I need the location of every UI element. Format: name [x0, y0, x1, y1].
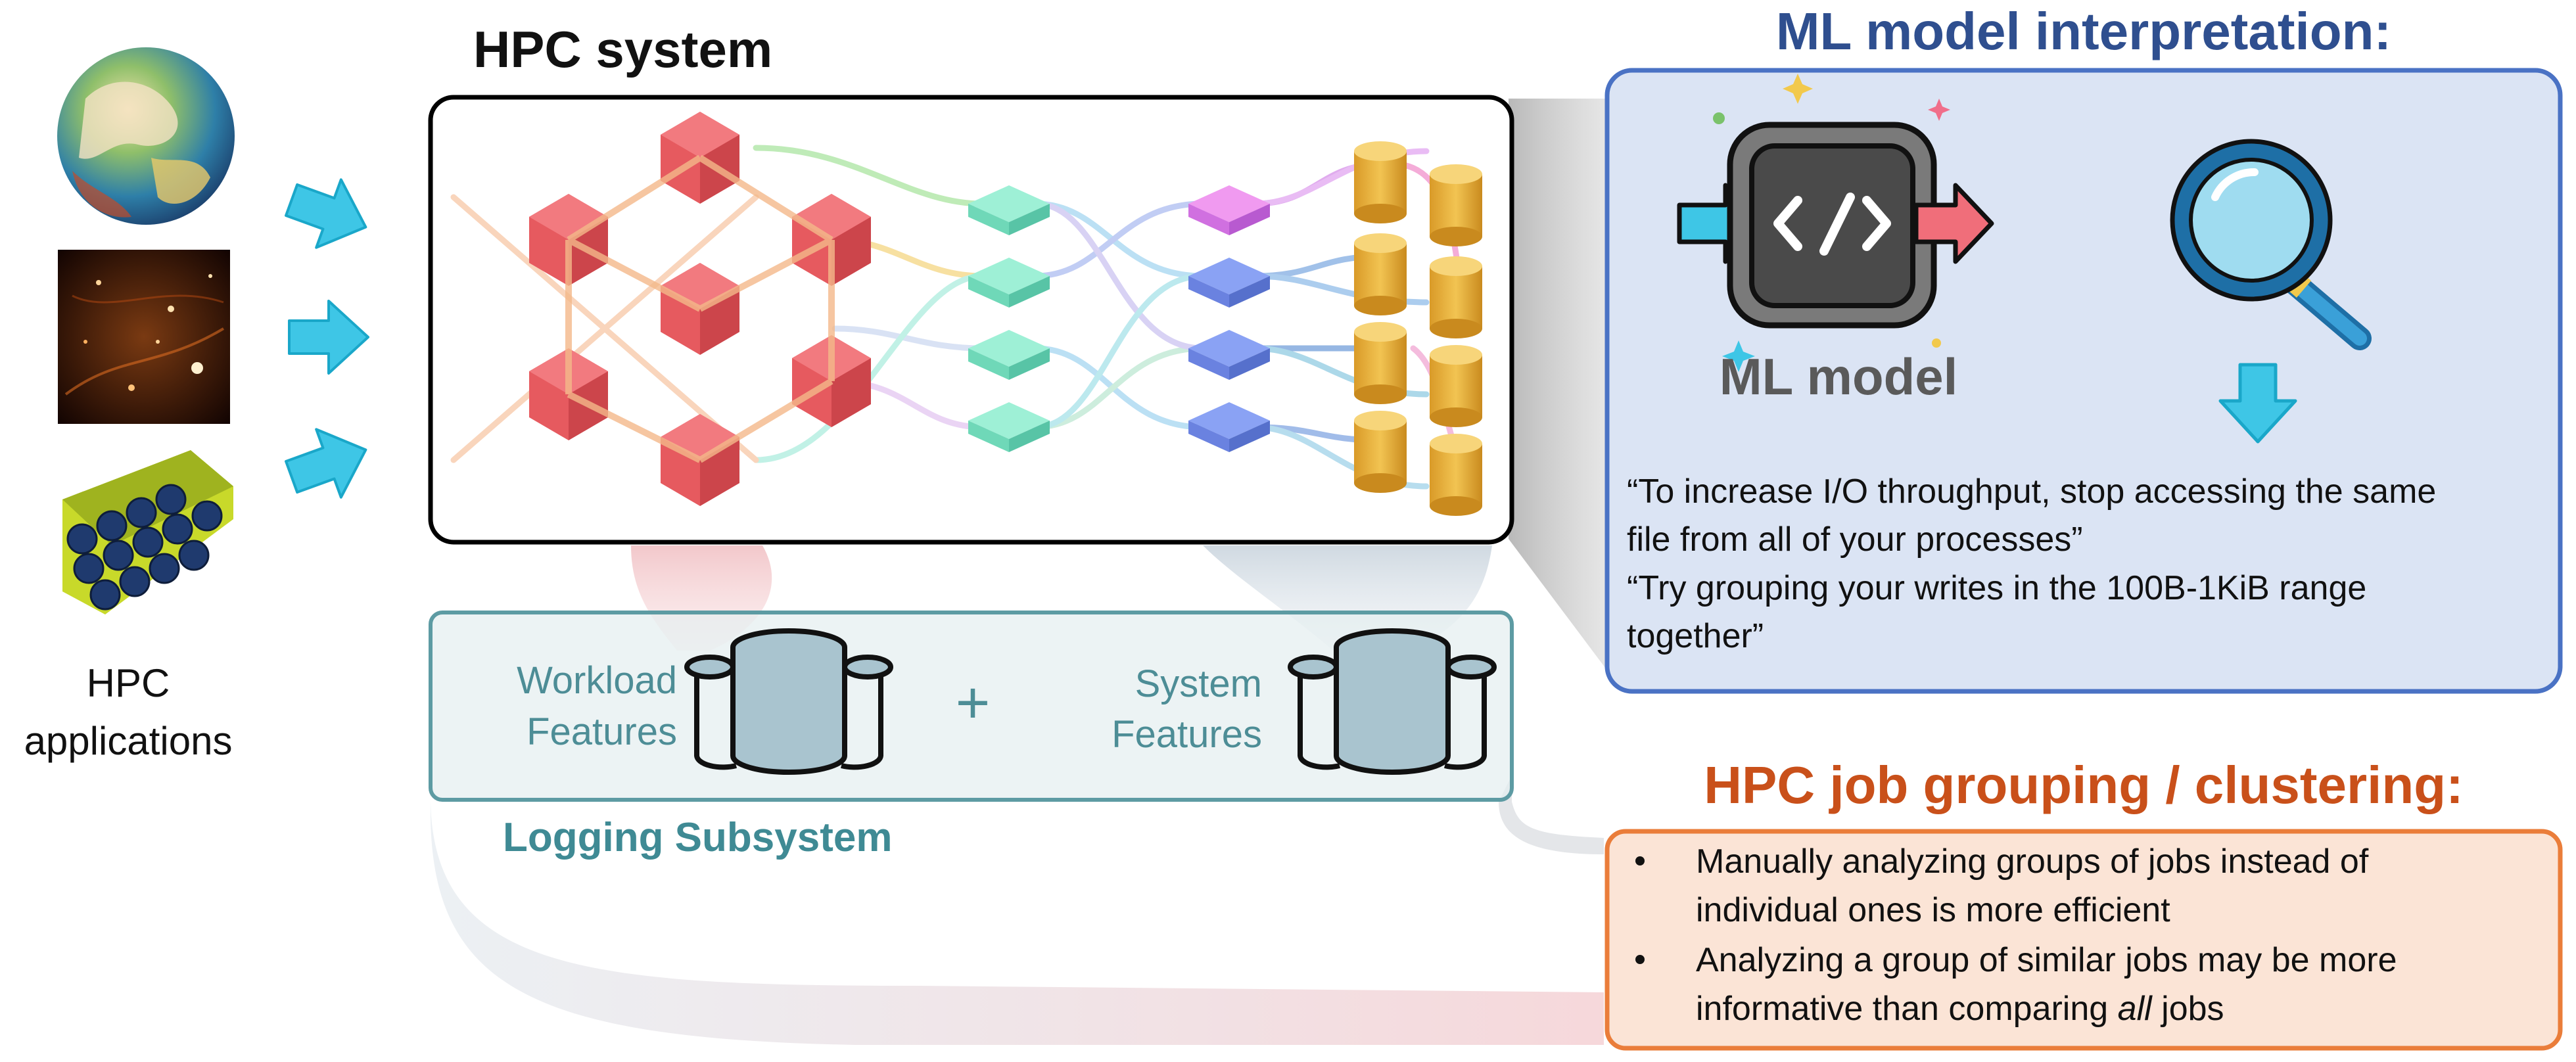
interpretation-quote: file from all of your processes” [1627, 520, 2083, 559]
network-switches [968, 185, 1050, 452]
hpc-system-title: HPC system [473, 20, 772, 78]
logging-subsystem-title: Logging Subsystem [503, 815, 892, 860]
ml-interpretation-title: ML model interpretation: [1776, 2, 2391, 60]
io-routers [1188, 185, 1270, 452]
logging-subsystem-box [429, 611, 1514, 802]
clustering-bullet: individual ones is more efficient [1696, 891, 2170, 929]
arrow-down-icon [2218, 363, 2297, 444]
workload-features-label: Workload [517, 659, 677, 702]
compute-nodes [529, 112, 871, 506]
clustering-bullet: informative than comparing all jobs [1696, 990, 2224, 1028]
storage-cylinders [1354, 141, 1482, 516]
system-features-label: System [1135, 662, 1262, 705]
hpc-system-box [428, 95, 1514, 545]
nuclear-fuel-bundle-image [62, 450, 233, 614]
workload-features-label: Features [527, 710, 677, 753]
climate-globe-image [57, 47, 235, 225]
cosmology-image [58, 250, 230, 424]
magnifying-glass-icon [2170, 139, 2372, 350]
clustering-bullet: Analyzing a group of similar jobs may be… [1696, 941, 2397, 979]
bullet-icon [1635, 856, 1645, 866]
database-icon [1288, 628, 1497, 775]
arrow-right-icon [285, 178, 367, 249]
input-arrows [285, 178, 369, 499]
clustering-bullet: Manually analyzing groups of jobs instea… [1696, 843, 2369, 881]
database-icon [684, 628, 893, 775]
system-features-label: Features [1112, 713, 1262, 756]
clustering-title: HPC job grouping / clustering: [1704, 756, 2464, 814]
ml-model-icon [1677, 122, 1994, 329]
hpc-applications-group [57, 47, 369, 614]
ml-interpretation-panel [1604, 68, 2563, 694]
hpc-applications-label: HPC [87, 661, 170, 705]
ml-model-label: ML model [1720, 348, 1958, 405]
interpretation-quote: together” [1627, 617, 1764, 655]
interpretation-quote: “To increase I/O throughput, stop access… [1627, 473, 2436, 511]
bullet-icon [1635, 955, 1645, 964]
hpc-applications-label: applications [24, 719, 233, 763]
sparkle-icons [1713, 74, 1950, 372]
arrow-right-icon [288, 300, 369, 375]
clustering-panel [1604, 829, 2563, 1051]
plus-sign: + [956, 670, 991, 736]
interpretation-quote: “Try grouping your writes in the 100B-1K… [1627, 569, 2366, 607]
arrow-right-icon [285, 428, 367, 499]
